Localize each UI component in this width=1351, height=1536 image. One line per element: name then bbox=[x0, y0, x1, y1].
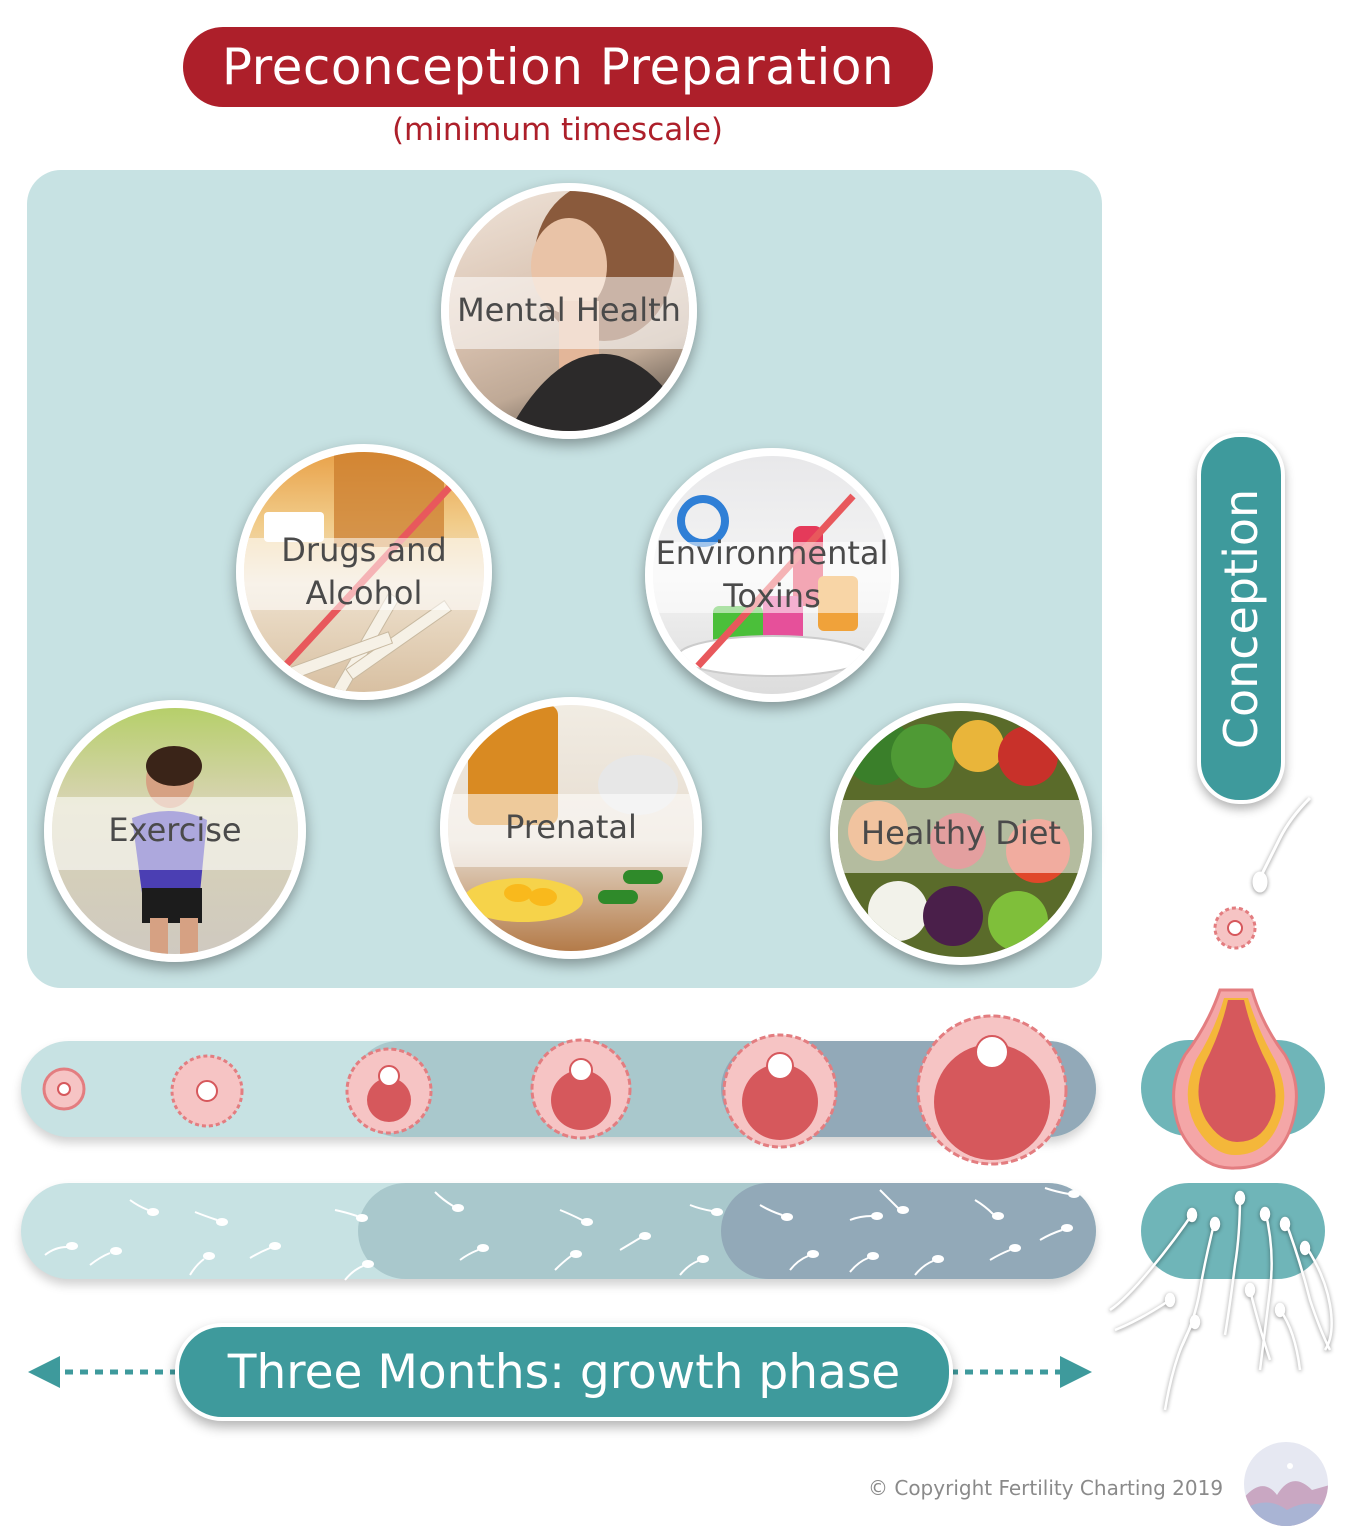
factor-exercise: Exercise bbox=[44, 700, 306, 962]
follicle-stage-2-icon bbox=[170, 1054, 244, 1128]
page-subtitle: (minimum timescale) bbox=[391, 112, 724, 148]
factor-environmental-toxins: Environmental Toxins bbox=[645, 448, 899, 702]
factor-label: Prenatal bbox=[505, 808, 637, 847]
copyright-text: © Copyright Fertility Charting 2019 bbox=[868, 1476, 1224, 1500]
follicles-illustration bbox=[42, 1014, 1068, 1166]
fertility-charting-logo-icon bbox=[1244, 1442, 1328, 1526]
track-shade-dark bbox=[721, 1183, 1096, 1279]
sperm-illustration bbox=[44, 1187, 1080, 1281]
timeline-label-pill: Three Months: growth phase bbox=[175, 1323, 953, 1421]
factor-mental-health: Mental Health bbox=[441, 183, 697, 439]
sperm-cells-icon bbox=[44, 1187, 1080, 1281]
ejaculation-track bbox=[1141, 1183, 1325, 1279]
egg-cell-icon bbox=[1213, 906, 1257, 950]
released-sperm-icon bbox=[1109, 1190, 1333, 1411]
label-band bbox=[448, 793, 694, 868]
arrow-left-icon bbox=[28, 1356, 60, 1388]
follicle-stage-4-icon bbox=[530, 1038, 632, 1140]
factor-drugs-and-alcohol: Drugs and Alcohol bbox=[236, 444, 492, 700]
factor-label: Mental Health bbox=[457, 291, 681, 330]
factor-healthy-diet: Healthy Diet bbox=[830, 703, 1092, 965]
conception-illustration bbox=[1109, 796, 1333, 1411]
follicle-stage-5-icon bbox=[722, 1033, 838, 1149]
follicle-stage-1-icon bbox=[42, 1067, 86, 1111]
title-banner: Preconception Preparation bbox=[183, 27, 933, 107]
follicle-stage-6-icon bbox=[916, 1014, 1068, 1166]
factor-label: Environmental Toxins bbox=[655, 533, 889, 615]
cigarettes-alcohol-photo-icon bbox=[264, 452, 462, 692]
factor-label: Drugs and Alcohol bbox=[281, 530, 447, 612]
single-sperm-icon bbox=[1252, 796, 1312, 893]
conception-label-pill: Conception bbox=[1197, 433, 1285, 804]
ovulating-follicle-icon bbox=[1172, 988, 1298, 1170]
label-band bbox=[838, 799, 1084, 874]
arrow-right-icon bbox=[1060, 1356, 1092, 1388]
factor-label: Healthy Diet bbox=[861, 814, 1061, 853]
factor-prenatal: Prenatal bbox=[440, 697, 702, 959]
timeline-label: Three Months: growth phase bbox=[227, 1344, 901, 1400]
follicle-stage-3-icon bbox=[345, 1047, 433, 1135]
label-band bbox=[52, 796, 298, 871]
label-band bbox=[653, 541, 891, 614]
page-title: Preconception Preparation bbox=[221, 38, 895, 96]
conception-label: Conception bbox=[1214, 488, 1268, 749]
timeline-arrows bbox=[28, 1356, 1092, 1388]
label-band bbox=[449, 277, 689, 350]
factor-label: Exercise bbox=[108, 811, 242, 850]
label-band bbox=[244, 538, 484, 611]
